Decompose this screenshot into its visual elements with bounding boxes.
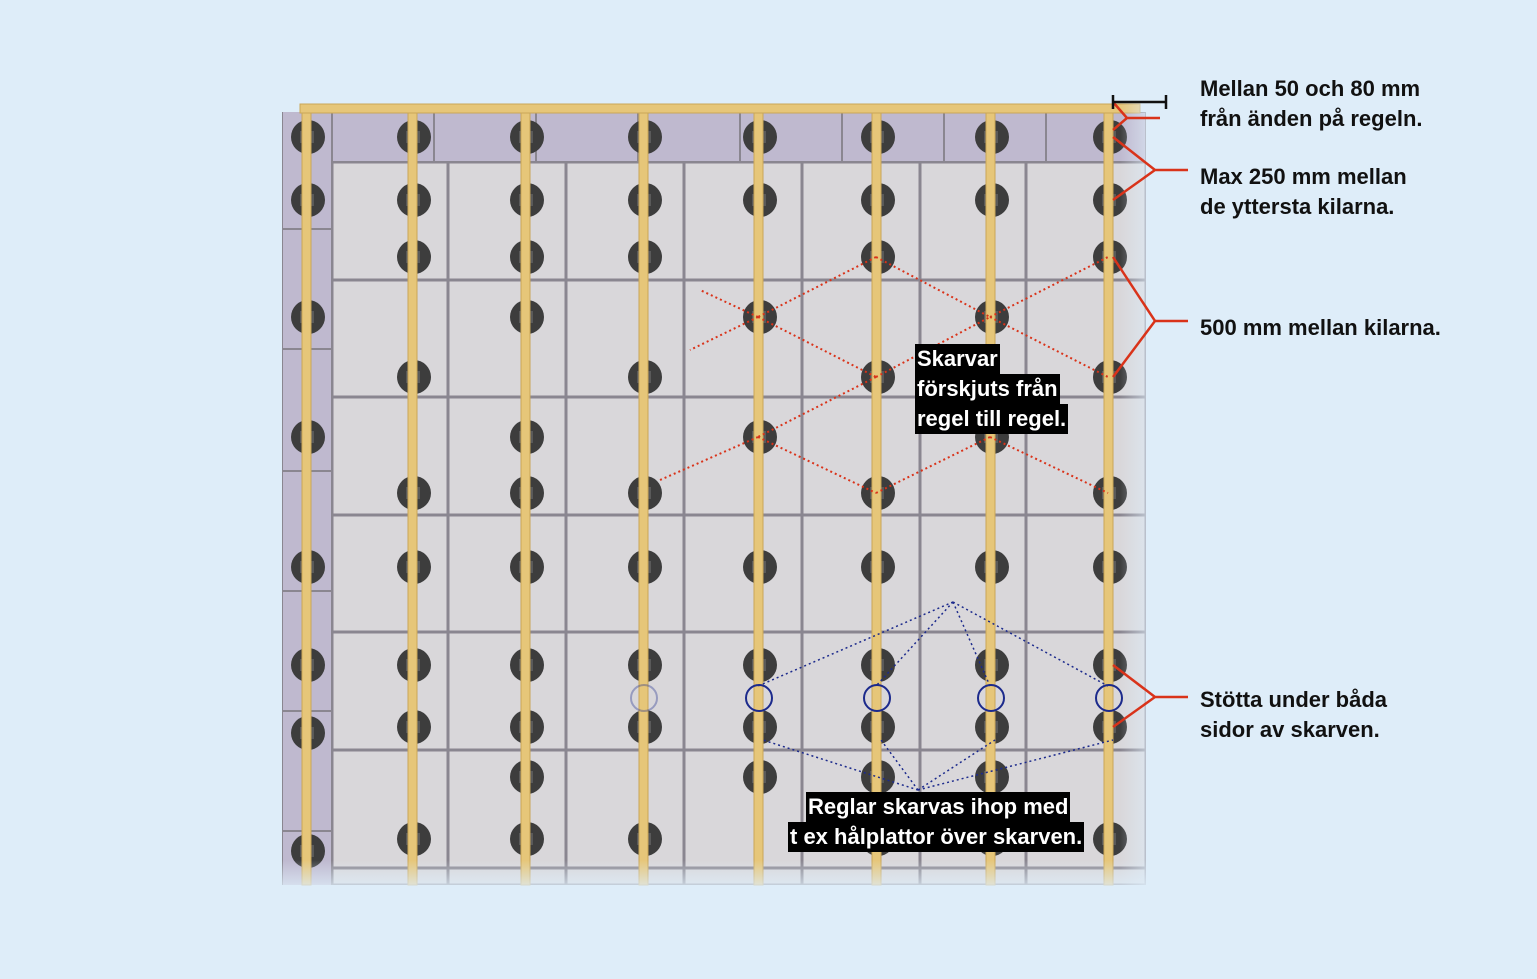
red-dotted-line — [699, 289, 759, 318]
insulation-panel — [921, 163, 1025, 279]
joint-circle — [1095, 684, 1123, 712]
note-line: de yttersta kilarna. — [1200, 194, 1395, 219]
insulation-panel — [449, 751, 565, 867]
stud — [301, 112, 312, 886]
insulation-panel — [803, 163, 919, 279]
insulation-panel — [685, 281, 801, 396]
note-line: 500 mm mellan kilarna. — [1200, 315, 1441, 340]
red-dotted-line — [989, 256, 1109, 318]
red-dotted-line — [757, 256, 877, 318]
blue-dotted-line — [762, 739, 919, 791]
red-dotted-line — [757, 316, 877, 378]
insulation-panel — [567, 633, 683, 749]
joint-circle — [977, 684, 1005, 712]
note-line: Max 250 mm mellan — [1200, 164, 1407, 189]
red-dotted-line — [757, 436, 877, 494]
blue-dotted-line — [880, 739, 919, 791]
note-line: från änden på regeln. — [1200, 106, 1423, 131]
dimension-marker — [1111, 95, 1168, 109]
edge-panel — [537, 113, 637, 161]
callout-line: t ex hålplattor över skarven. — [788, 822, 1085, 852]
fade-right — [1120, 100, 1165, 900]
leader-lines — [1111, 101, 1188, 729]
stud — [1103, 112, 1114, 886]
red-dotted-line — [757, 376, 877, 438]
note-max-outer: Max 250 mm mellan de yttersta kilarna. — [1200, 162, 1407, 222]
red-dotted-line — [989, 436, 1109, 494]
insulation-panel — [567, 163, 683, 279]
insulation-panel — [333, 751, 447, 867]
blue-dotted-line — [875, 601, 954, 687]
insulation-panel — [685, 163, 801, 279]
note-line: Stötta under båda — [1200, 687, 1388, 712]
insulation-panel — [567, 398, 683, 514]
red-dotted-line — [875, 256, 991, 318]
joint-circle — [630, 684, 658, 712]
insulation-panel — [921, 516, 1025, 631]
stud — [753, 112, 764, 886]
stud — [871, 112, 882, 886]
blue-dotted-line — [757, 601, 954, 687]
note-spacing: 500 mm mellan kilarna. — [1200, 313, 1441, 343]
insulation-panel — [449, 163, 565, 279]
note-support: Stötta under båda sidor av skarven. — [1200, 685, 1387, 745]
blue-dotted-line — [917, 739, 996, 791]
insulation-panel — [567, 516, 683, 631]
insulation-panel — [567, 751, 683, 867]
stud — [520, 112, 531, 886]
insulation-panel — [803, 516, 919, 631]
stud — [407, 112, 418, 886]
insulation-panel — [449, 633, 565, 749]
callout-joints-offset: Skarvar förskjuts från regel till regel. — [915, 344, 1069, 434]
insulation-panel — [685, 398, 801, 514]
insulation-panel — [685, 751, 801, 867]
top-plate — [299, 103, 1141, 114]
blue-dotted-line — [952, 601, 991, 687]
insulation-panel — [449, 516, 565, 631]
blue-dotted-line — [917, 739, 1114, 791]
stud — [638, 112, 649, 886]
insulation-panel — [449, 281, 565, 396]
red-dotted-line — [875, 436, 991, 494]
insulation-panel — [803, 633, 919, 749]
callout-line: regel till regel. — [915, 404, 1069, 434]
note-end-distance: Mellan 50 och 80 mm från änden på regeln… — [1200, 74, 1423, 134]
insulation-panel — [921, 633, 1025, 749]
insulation-panel — [567, 281, 683, 396]
callout-line: Reglar skarvas ihop med — [806, 792, 1071, 822]
note-line: sidor av skarven. — [1200, 717, 1380, 742]
insulation-panel — [803, 281, 919, 396]
red-dotted-lines — [659, 256, 1109, 494]
insulation-panel — [685, 633, 801, 749]
callout-line: Skarvar — [915, 344, 1000, 374]
joint-circle — [863, 684, 891, 712]
red-dotted-line — [875, 316, 991, 378]
blue-dotted-line — [952, 601, 1109, 687]
note-line: Mellan 50 och 80 mm — [1200, 76, 1421, 101]
insulation-panel — [803, 398, 919, 514]
callout-joined: Reglar skarvas ihop med t ex hålplattor … — [788, 792, 1085, 852]
studs — [299, 103, 1141, 886]
red-dotted-line — [989, 316, 1109, 378]
insulation-panel — [449, 398, 565, 514]
fade-bottom — [270, 860, 1170, 895]
stud — [985, 112, 996, 886]
insulation-panel — [685, 516, 801, 631]
blue-dotted-lines — [630, 601, 1123, 791]
callout-line: förskjuts från — [915, 374, 1060, 404]
